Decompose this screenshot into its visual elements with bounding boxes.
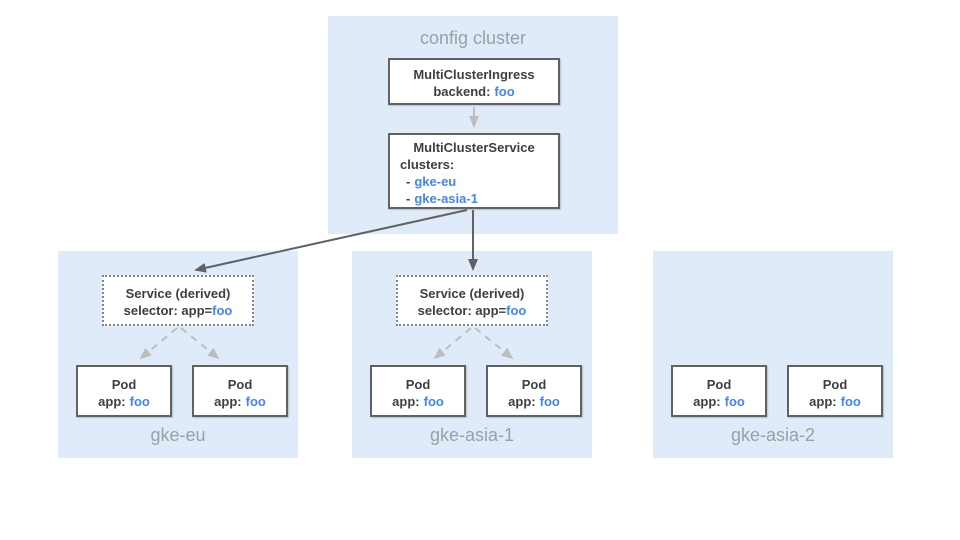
app-label: app: [214, 394, 242, 409]
cluster-name-gke-asia-1: gke-asia-1 [414, 191, 478, 206]
cluster-list-item: -gke-asia-1 [390, 190, 558, 207]
pod-title: Pod [405, 377, 431, 392]
selector-value: foo [212, 303, 233, 318]
pod-title: Pod [521, 377, 547, 392]
derived-service-selector-line: selector: app=foo [104, 302, 252, 319]
selector-value: foo [506, 303, 527, 318]
app-value: foo [539, 394, 560, 409]
config-cluster-panel: config cluster MultiClusterIngress backe… [328, 16, 618, 234]
pod-box: Pod app:foo [76, 365, 172, 417]
app-label: app: [693, 394, 721, 409]
app-value: foo [724, 394, 745, 409]
selector-label: selector: app= [123, 303, 213, 318]
pod-app-line: app:foo [194, 393, 286, 410]
backend-value: foo [494, 84, 515, 99]
cluster-list-item: -gke-eu [390, 173, 558, 190]
multiclusteringress-box: MultiClusterIngress backend:foo [388, 58, 560, 105]
pod-app-line: app:foo [372, 393, 464, 410]
app-label: app: [98, 394, 126, 409]
derived-service-selector-line: selector: app=foo [398, 302, 546, 319]
pod-app-line: app:foo [488, 393, 580, 410]
list-bullet: - [406, 174, 411, 189]
derived-service-title: Service (derived) [419, 286, 525, 301]
gke-asia-2-label: gke-asia-2 [730, 425, 816, 445]
multiclusterservice-title: MultiClusterService [413, 140, 535, 155]
cluster-name-gke-eu: gke-eu [414, 174, 457, 189]
multiclusteringress-backend-line: backend:foo [390, 83, 558, 100]
pod-title: Pod [111, 377, 137, 392]
app-value: foo [423, 394, 444, 409]
app-label: app: [809, 394, 837, 409]
gke-asia-1-panel: Service (derived) selector: app=foo Pod … [352, 251, 592, 458]
gke-eu-panel: Service (derived) selector: app=foo Pod … [58, 251, 298, 458]
pod-title: Pod [706, 377, 732, 392]
pod-box: Pod app:foo [370, 365, 466, 417]
backend-label: backend: [433, 84, 491, 99]
gke-eu-label: gke-eu [150, 425, 206, 445]
pod-box: Pod app:foo [671, 365, 767, 417]
pod-box: Pod app:foo [787, 365, 883, 417]
app-value: foo [245, 394, 266, 409]
gke-asia-1-label: gke-asia-1 [429, 425, 515, 445]
app-label: app: [392, 394, 420, 409]
pod-app-line: app:foo [673, 393, 765, 410]
derived-service-title: Service (derived) [125, 286, 231, 301]
pod-title: Pod [227, 377, 253, 392]
pod-box: Pod app:foo [486, 365, 582, 417]
config-cluster-title: config cluster [419, 28, 527, 48]
pod-app-line: app:foo [789, 393, 881, 410]
pod-app-line: app:foo [78, 393, 170, 410]
app-label: app: [508, 394, 536, 409]
gke-eu-derived-service-box: Service (derived) selector: app=foo [102, 275, 254, 326]
gke-asia-1-derived-service-box: Service (derived) selector: app=foo [396, 275, 548, 326]
selector-label: selector: app= [417, 303, 507, 318]
multiclusteringress-title: MultiClusterIngress [413, 67, 535, 82]
gke-asia-2-panel: Pod app:foo Pod app:foo gke-asia-2 [653, 251, 893, 458]
clusters-label: clusters: [400, 157, 455, 172]
list-bullet: - [406, 191, 411, 206]
app-value: foo [129, 394, 150, 409]
multiclusterservice-box: MultiClusterService clusters: -gke-eu -g… [388, 133, 560, 209]
pod-box: Pod app:foo [192, 365, 288, 417]
app-value: foo [840, 394, 861, 409]
pod-title: Pod [822, 377, 848, 392]
